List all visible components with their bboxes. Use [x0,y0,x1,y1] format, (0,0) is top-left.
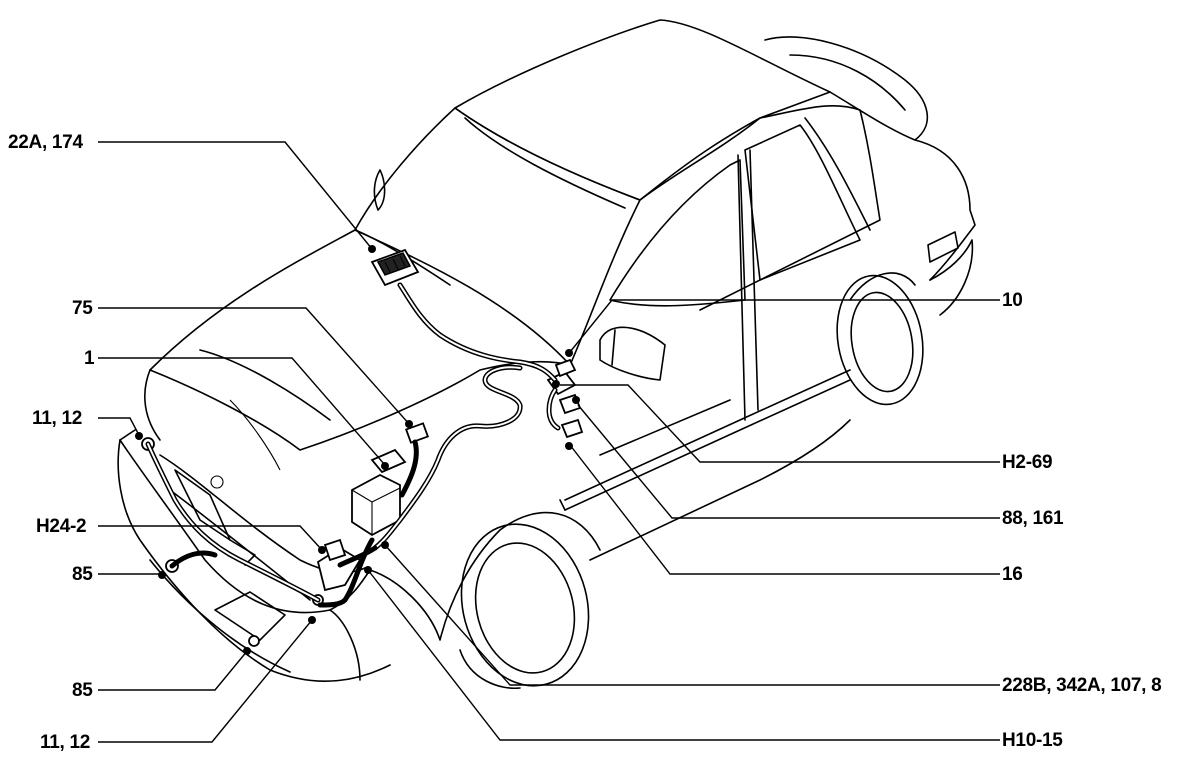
callout-1: 1 [84,348,95,369]
callout-11-12-upper: 11, 12 [32,408,82,429]
callout-88-161: 88, 161 [1002,508,1064,529]
leader-10 [569,299,1000,353]
leader-75 [98,307,411,426]
callout-10: 10 [1002,290,1023,311]
car-body [117,19,976,690]
callout-75: 75 [72,298,93,319]
leader-85-lower [98,649,249,691]
callout-h24-2: H24-2 [36,516,87,537]
leader-16 [569,444,1000,575]
leader-88-161 [577,404,1000,519]
callout-16: 16 [1002,564,1023,585]
leader-1 [98,357,386,466]
leader-11-12-lower [98,619,313,743]
leader-228b [384,544,1000,686]
callout-85-upper: 85 [72,564,93,585]
callout-11-12-lower: 11, 12 [40,732,90,753]
leader-22a-174 [98,141,373,250]
wiring-harness [145,282,561,608]
components [141,248,584,647]
leader-h10-15 [367,569,1000,741]
callout-228b-342a-107-8: 228B, 342A, 107, 8 [1002,675,1162,696]
callout-h2-69: H2-69 [1002,452,1053,473]
connection-dots [135,245,580,655]
leader-lines [98,141,1000,743]
callout-85-lower: 85 [72,680,93,701]
leader-11-12-upper [98,417,141,438]
leader-h24-2 [98,525,323,551]
callout-h10-15: H10-15 [1002,730,1063,751]
leader-h2-69 [560,384,1000,463]
callout-22a-174: 22A, 174 [8,132,83,153]
